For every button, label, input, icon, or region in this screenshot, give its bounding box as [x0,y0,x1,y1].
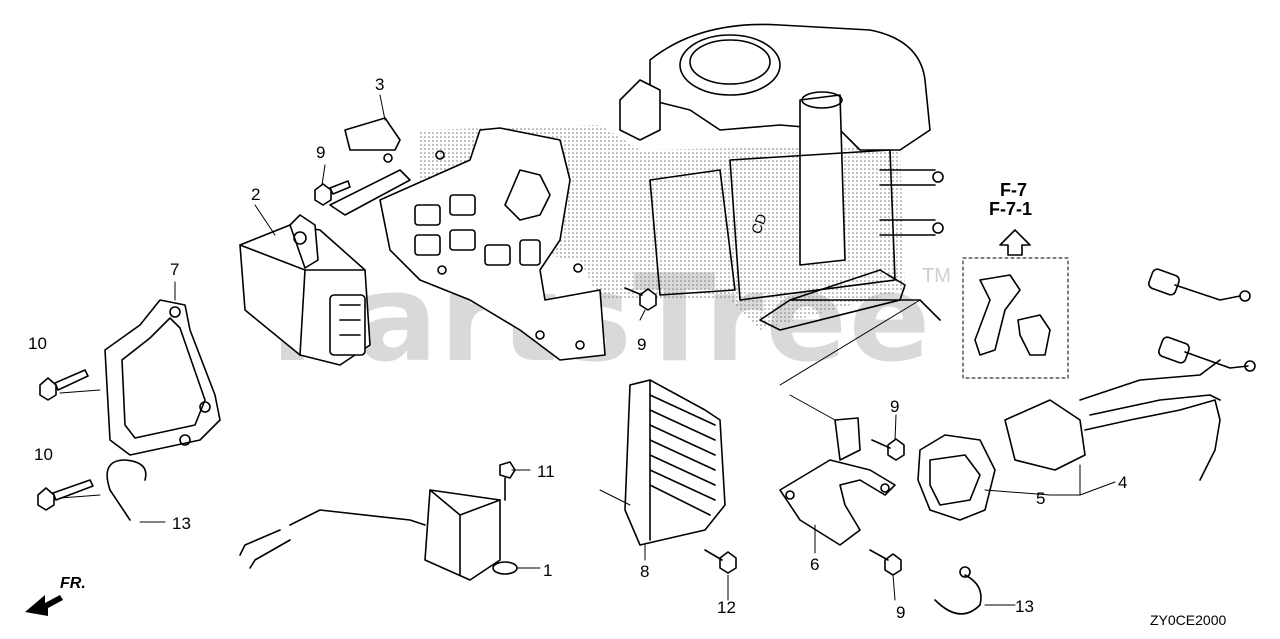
callout-13-right[interactable]: 13 [1015,597,1034,616]
callout-10-lower[interactable]: 10 [34,445,53,464]
reference-inset [962,229,1069,379]
bolt-item-9-right [871,438,905,461]
bolt-item-10-lower [37,479,94,511]
callout-12[interactable]: 12 [717,598,736,617]
mounting-bracket-plate [379,127,606,361]
callout-5[interactable]: 5 [1036,489,1046,508]
trademark-mark: TM [922,265,951,287]
diagram-code: ZY0CE2000 [1150,612,1227,628]
ignition-coil-item-4 [1004,268,1256,481]
callout-9-upper[interactable]: 9 [316,143,326,162]
front-arrow [25,595,63,616]
callout-9-middle[interactable]: 9 [637,335,647,354]
regulator-item-8 [624,379,726,546]
callout-9-bottom[interactable]: 9 [896,603,906,622]
callout-3[interactable]: 3 [375,75,385,94]
clip-item-13-left [106,459,147,521]
front-label: FR. [60,575,86,592]
callout-13-left[interactable]: 13 [172,514,191,533]
reference-label-f7-1: F-7-1 [989,199,1033,219]
callout-8[interactable]: 8 [640,562,650,581]
module-item-1 [239,489,518,581]
cover-item-5 [917,434,996,521]
callout-9-right[interactable]: 9 [890,397,900,416]
screw-item-11 [499,461,516,501]
bolt-item-10-upper [39,369,89,401]
bracket-item-6 [779,417,896,546]
callout-6[interactable]: 6 [810,555,820,574]
screw-item-12 [704,549,737,574]
bracket-item-3 [329,117,411,216]
callout-11[interactable]: 11 [537,462,555,481]
callout-10-upper[interactable]: 10 [28,334,47,353]
callout-1[interactable]: 1 [543,561,553,580]
bolt-item-9-upper [314,180,351,206]
frame-item-7 [104,299,221,456]
clip-item-13-right [934,566,982,615]
reference-label-f7: F-7 [1000,180,1027,200]
svg-text:CD: CD [748,212,770,236]
control-unit-item-2 [239,214,371,366]
bolt-item-9-middle [624,287,657,311]
leader-lines [59,94,1116,606]
bolt-item-9-bottom [869,549,902,576]
callout-2[interactable]: 2 [251,185,261,204]
callout-7[interactable]: 7 [170,260,180,279]
callout-4[interactable]: 4 [1118,473,1128,492]
